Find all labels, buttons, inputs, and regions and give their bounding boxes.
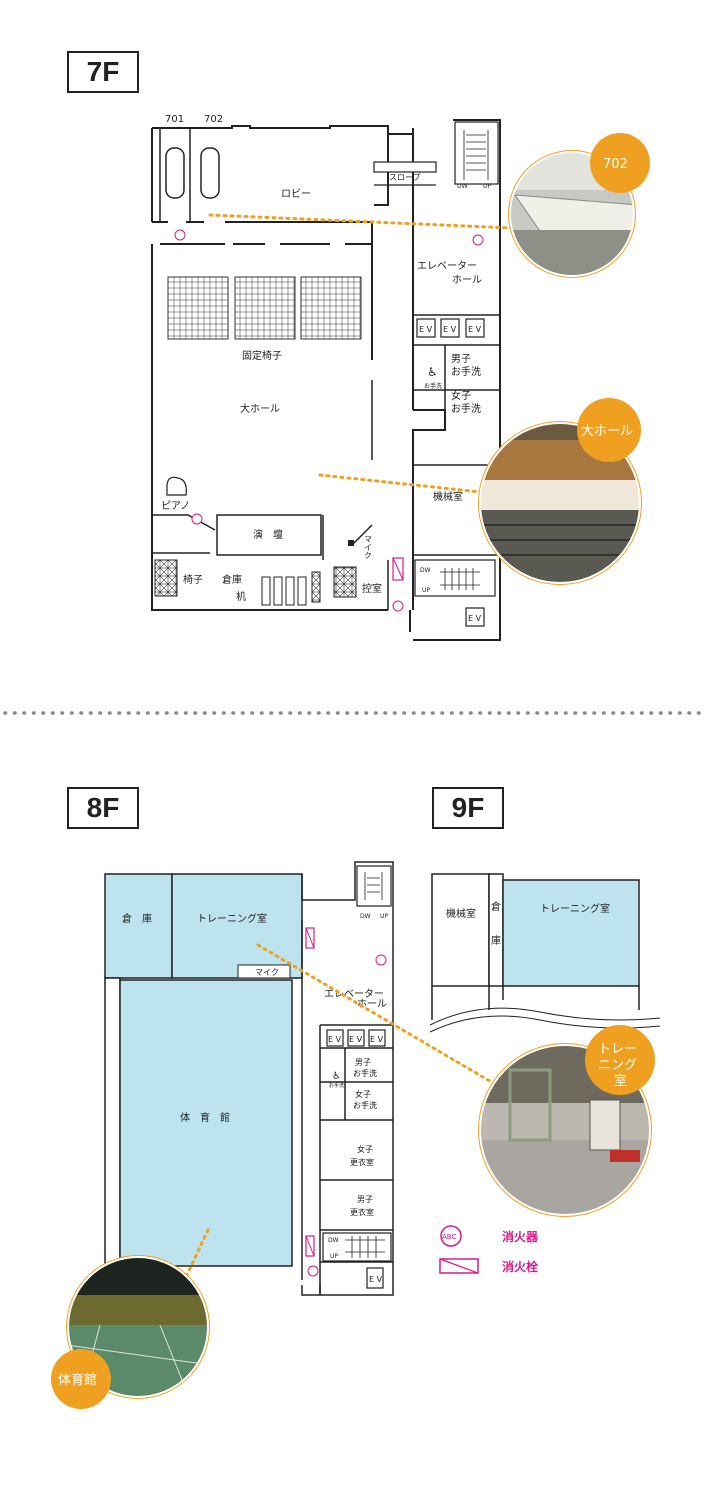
- photo-bubble-gym: 体育館: [51, 1255, 210, 1409]
- photo-bubble-training-room: トレー ニング 室: [478, 1025, 655, 1217]
- photo-bubble-big-hall: 大ホール: [478, 398, 642, 585]
- stair-dw-label: DW: [360, 913, 371, 920]
- bubble-gym-label: 体育館: [58, 1372, 97, 1388]
- f8-womens-wc-label-2: お手洗: [353, 1100, 377, 1110]
- f9-machine-room-label: 機械室: [446, 907, 476, 920]
- f8-elevator-hall-label-2: ホール: [357, 998, 387, 1010]
- legend: ABC 消火器 消火栓: [439, 1225, 539, 1274]
- mens-wc-label-2: お手洗: [451, 365, 481, 378]
- lobby-label: ロビー: [281, 188, 311, 200]
- big-hall-label: 大ホール: [240, 402, 280, 415]
- machine-room-label: 機械室: [433, 490, 463, 503]
- f8-mens-wc-label: 男子: [355, 1058, 371, 1067]
- stage-label: 演 壇: [253, 528, 283, 541]
- ev-label: E V: [328, 1035, 342, 1044]
- womens-wc-label: 女子: [451, 389, 471, 402]
- abc-icon-label: ABC: [442, 1233, 456, 1241]
- ev-label: E V: [419, 325, 433, 334]
- f8-storage-label: 倉 庫: [122, 912, 152, 925]
- f9-training-room-label: トレーニング室: [540, 902, 610, 915]
- wheelchair-icon: ♿: [332, 1071, 341, 1082]
- ev-label: E V: [349, 1035, 363, 1044]
- mens-locker-label: 男子: [357, 1195, 373, 1204]
- room-701-label: 701: [165, 114, 184, 125]
- stair-dw-label: DW: [457, 183, 468, 190]
- f8-womens-wc-label: 女子: [355, 1089, 371, 1099]
- f8-training-room-label: トレーニング室: [197, 912, 267, 925]
- stair-dw-label: DW: [420, 567, 431, 574]
- plan-9f: [429, 873, 661, 1033]
- plan-7f: [151, 119, 501, 641]
- ev-label: E V: [468, 614, 482, 623]
- floor-label-8f: 8F: [67, 787, 139, 829]
- photo-bubble-702: 702: [508, 133, 650, 278]
- plan-8f: [104, 861, 394, 1296]
- f8-accessible-wc-label: お手洗: [329, 1082, 344, 1089]
- f9-storage-label-1: 倉: [491, 900, 501, 913]
- bubble-training-label-3: 室: [614, 1073, 627, 1089]
- stair-up-label: UP: [483, 183, 491, 190]
- bubble-702-label: 702: [603, 157, 628, 172]
- ev-label: E V: [443, 325, 457, 334]
- extinguisher-icon: [440, 1225, 462, 1247]
- ev-label: E V: [369, 1275, 383, 1284]
- slope-label: スロープ: [389, 173, 421, 182]
- accessible-wc-label: お手洗: [424, 382, 442, 390]
- mic-label: マイク: [364, 535, 373, 559]
- floor-label-9f: 9F: [432, 787, 504, 829]
- womens-locker-label-2: 更衣室: [350, 1157, 374, 1167]
- bubble-training-label-1: トレー: [598, 1042, 637, 1057]
- ev-label: E V: [468, 325, 482, 334]
- storage-label: 倉庫: [222, 573, 242, 586]
- bubble-big-hall-label: 大ホール: [581, 424, 633, 439]
- desk-label: 机: [236, 590, 246, 603]
- mens-locker-label-2: 更衣室: [350, 1207, 374, 1217]
- stair-up-label: UP: [380, 913, 388, 920]
- gym-label: 体 育 館: [180, 1111, 230, 1124]
- womens-wc-label-2: お手洗: [451, 402, 481, 415]
- fixed-seats-label: 固定椅子: [242, 349, 282, 362]
- waiting-room-label: 控室: [362, 582, 382, 595]
- stair-up-label: UP: [330, 1253, 338, 1260]
- stair-up-label: UP: [422, 587, 430, 594]
- stair-dw-label: DW: [328, 1237, 339, 1244]
- extinguisher-marker: [174, 229, 484, 612]
- ev-label: E V: [370, 1035, 384, 1044]
- elevator-hall-label-1: エレベーター: [417, 260, 477, 272]
- elevator-hall-label-2: ホール: [452, 274, 482, 286]
- mens-wc-label: 男子: [451, 353, 471, 365]
- chairs-label: 椅子: [183, 573, 203, 586]
- f8-mic-label: マイク: [255, 968, 279, 977]
- bubble-training-label-2: ニング: [598, 1058, 637, 1073]
- piano-label: ピアノ: [161, 500, 190, 512]
- wheelchair-icon: ♿: [427, 365, 438, 379]
- legend-hydrant-label: 消火栓: [502, 1259, 538, 1274]
- floor-label-7f: 7F: [67, 51, 139, 93]
- womens-locker-label: 女子: [357, 1144, 373, 1154]
- legend-extinguisher-label: 消火器: [502, 1229, 539, 1244]
- f8-mens-wc-label-2: お手洗: [353, 1068, 377, 1078]
- room-702-label: 702: [204, 114, 223, 125]
- f9-storage-label-2: 庫: [491, 934, 501, 947]
